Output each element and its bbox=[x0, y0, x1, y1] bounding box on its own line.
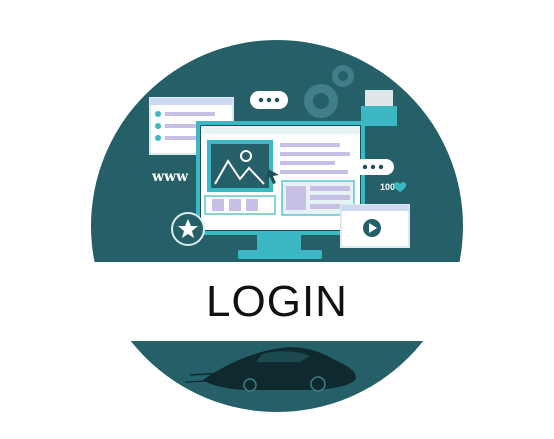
heart-icon bbox=[393, 182, 407, 192]
login-title[interactable]: LOGIN bbox=[206, 277, 348, 326]
monitor bbox=[196, 121, 365, 259]
folder-icon bbox=[361, 90, 397, 126]
chat-bubble-icon bbox=[354, 159, 394, 175]
video-window bbox=[340, 204, 410, 248]
star-icon bbox=[171, 212, 205, 246]
car-icon bbox=[184, 347, 356, 392]
chat-bubble-icon bbox=[250, 91, 288, 109]
image-icon bbox=[207, 140, 273, 192]
likes-label: 100 bbox=[380, 182, 395, 192]
gear-icon bbox=[304, 65, 354, 118]
www-label: www bbox=[151, 169, 189, 185]
cursor-icon bbox=[266, 169, 279, 184]
